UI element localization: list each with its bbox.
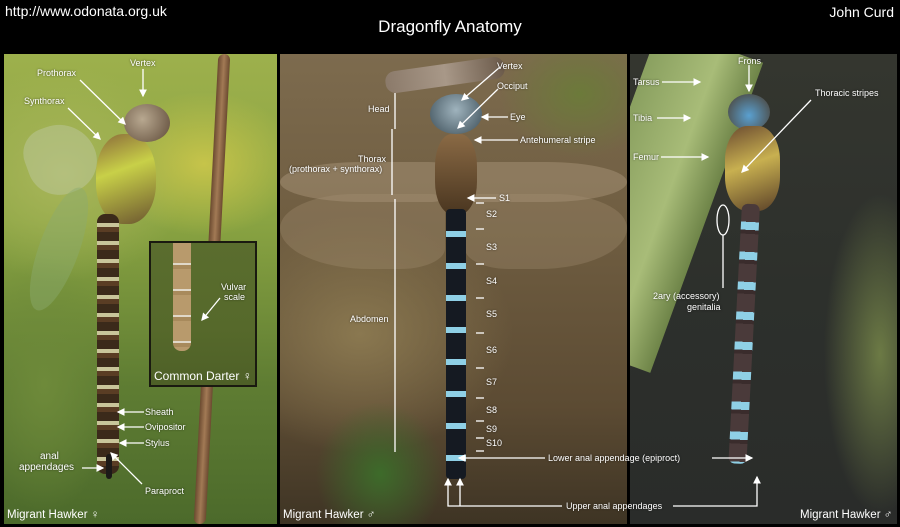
label-paraproct: Paraproct	[145, 486, 185, 496]
hindwing-right	[465, 194, 627, 269]
label-occiput: Occiput	[497, 81, 528, 91]
thorax-image	[435, 134, 477, 214]
inset-caption: Common Darter ♀	[154, 369, 252, 383]
segment-label: S2	[486, 209, 498, 219]
source-url: http://www.odonata.org.uk	[5, 3, 167, 19]
inset-common-darter	[149, 241, 257, 387]
segment-label: S6	[486, 345, 498, 355]
segment-label: S7	[486, 377, 498, 387]
segment-label: S10	[486, 438, 503, 448]
label-prothorax: Prothorax	[37, 68, 77, 78]
segment-label: S8	[486, 405, 498, 415]
author-credit: John Curd	[829, 4, 894, 20]
segment-label: S4	[486, 276, 498, 286]
wing-image	[16, 114, 106, 204]
segment-label: S1	[499, 193, 511, 203]
label-scale: scale	[224, 292, 246, 302]
label-vertex-left: Vertex	[130, 58, 156, 68]
label-eye: Eye	[510, 112, 526, 122]
thorax-image	[96, 134, 156, 224]
label-genitalia-line2: genitalia	[687, 302, 721, 312]
abdomen-image	[97, 214, 119, 474]
label-tibia: Tibia	[633, 113, 653, 123]
label-antehumeral: Antehumeral stripe	[520, 135, 596, 145]
panel-male-dorsal-view	[280, 54, 627, 524]
caption-left: Migrant Hawker ♀	[7, 509, 100, 521]
label-vulvar: Vulvar	[221, 282, 247, 292]
segment-label: S9	[486, 424, 498, 434]
label-frons: Frons	[738, 56, 762, 66]
label-anal-line2: appendages	[19, 462, 75, 473]
label-sheath: Sheath	[145, 407, 174, 417]
label-upper-anal: Upper anal appendages	[566, 501, 663, 511]
thorax-image	[725, 126, 780, 211]
segment-label: S3	[486, 242, 498, 252]
caption-middle: Migrant Hawker ♂	[283, 509, 376, 521]
label-anal-line1: anal	[40, 451, 59, 462]
label-head: Head	[368, 104, 390, 114]
label-thoracic-stripes: Thoracic stripes	[815, 88, 879, 98]
anal-appendage-image	[106, 454, 112, 479]
segment-label: S5	[486, 309, 498, 319]
head-image	[728, 94, 770, 130]
label-ovipositor: Ovipositor	[145, 422, 186, 432]
label-tarsus: Tarsus	[633, 77, 660, 87]
label-lower-anal: Lower anal appendage (epiproct)	[548, 453, 681, 463]
label-femur: Femur	[633, 152, 660, 162]
page-title: Dragonfly Anatomy	[378, 17, 522, 36]
darter-abdomen-image	[173, 243, 191, 351]
label-genitalia-line1: 2ary (accessory)	[653, 291, 720, 301]
abdomen-image	[728, 203, 760, 465]
label-abdomen: Abdomen	[350, 314, 389, 324]
label-stylus: Stylus	[145, 438, 170, 448]
label-vertex-mid: Vertex	[497, 61, 523, 71]
twig-image	[384, 55, 506, 95]
caption-right: Migrant Hawker ♂	[800, 509, 893, 521]
label-thorax-sub: (prothorax + synthorax)	[289, 164, 383, 174]
label-synthorax: Synthorax	[24, 96, 65, 106]
head-image	[430, 94, 482, 134]
forewing-left	[280, 162, 445, 202]
wing-image	[17, 181, 101, 317]
hindwing-left	[280, 194, 445, 269]
head-image	[124, 104, 170, 142]
forewing-right	[465, 162, 627, 202]
abdomen-image	[446, 209, 466, 479]
label-thorax: Thorax	[358, 154, 387, 164]
